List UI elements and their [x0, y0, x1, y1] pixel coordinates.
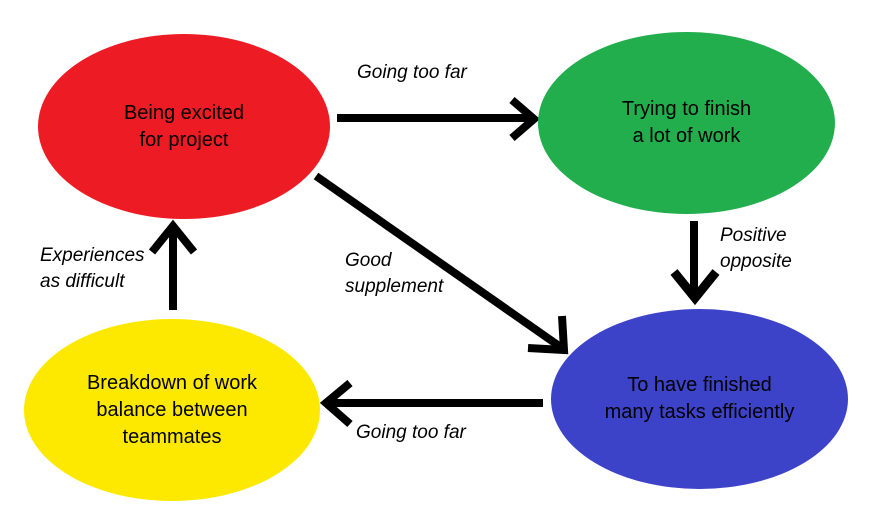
edge-label-breakdown-to-excited: Experiences as difficult	[40, 245, 145, 292]
edge-label-trying-to-finished: Positive opposite	[720, 225, 792, 272]
node-label: To have finished many tasks efficiently	[604, 374, 795, 423]
edge-label-excited-to-finished: Good supplement	[345, 250, 444, 297]
node-label: Breakdown of work balance between teamma…	[86, 371, 258, 448]
arrow-excited-to-trying	[337, 96, 541, 142]
node-breakdown-of-work-balance-between-teammates[interactable]: Breakdown of work balance between teamma…	[24, 319, 320, 501]
node-being-excited-for-project[interactable]: Being excited for project	[38, 34, 330, 219]
arrow-breakdown-to-excited	[148, 219, 198, 310]
node-to-have-finished-many-tasks-efficiently[interactable]: To have finished many tasks efficiently	[551, 309, 848, 489]
edge-label-finished-to-breakdown: Going too far	[356, 422, 466, 443]
node-trying-to-finish-a-lot-of-work[interactable]: Trying to finish a lot of work	[538, 32, 835, 214]
arrow-finished-to-breakdown	[319, 379, 543, 428]
edge-label-excited-to-trying: Going too far	[357, 62, 467, 83]
node-label: Trying to finish a lot of work	[621, 98, 752, 147]
node-label: Being excited for project	[123, 101, 245, 151]
arrow-trying-to-finished	[670, 221, 720, 306]
